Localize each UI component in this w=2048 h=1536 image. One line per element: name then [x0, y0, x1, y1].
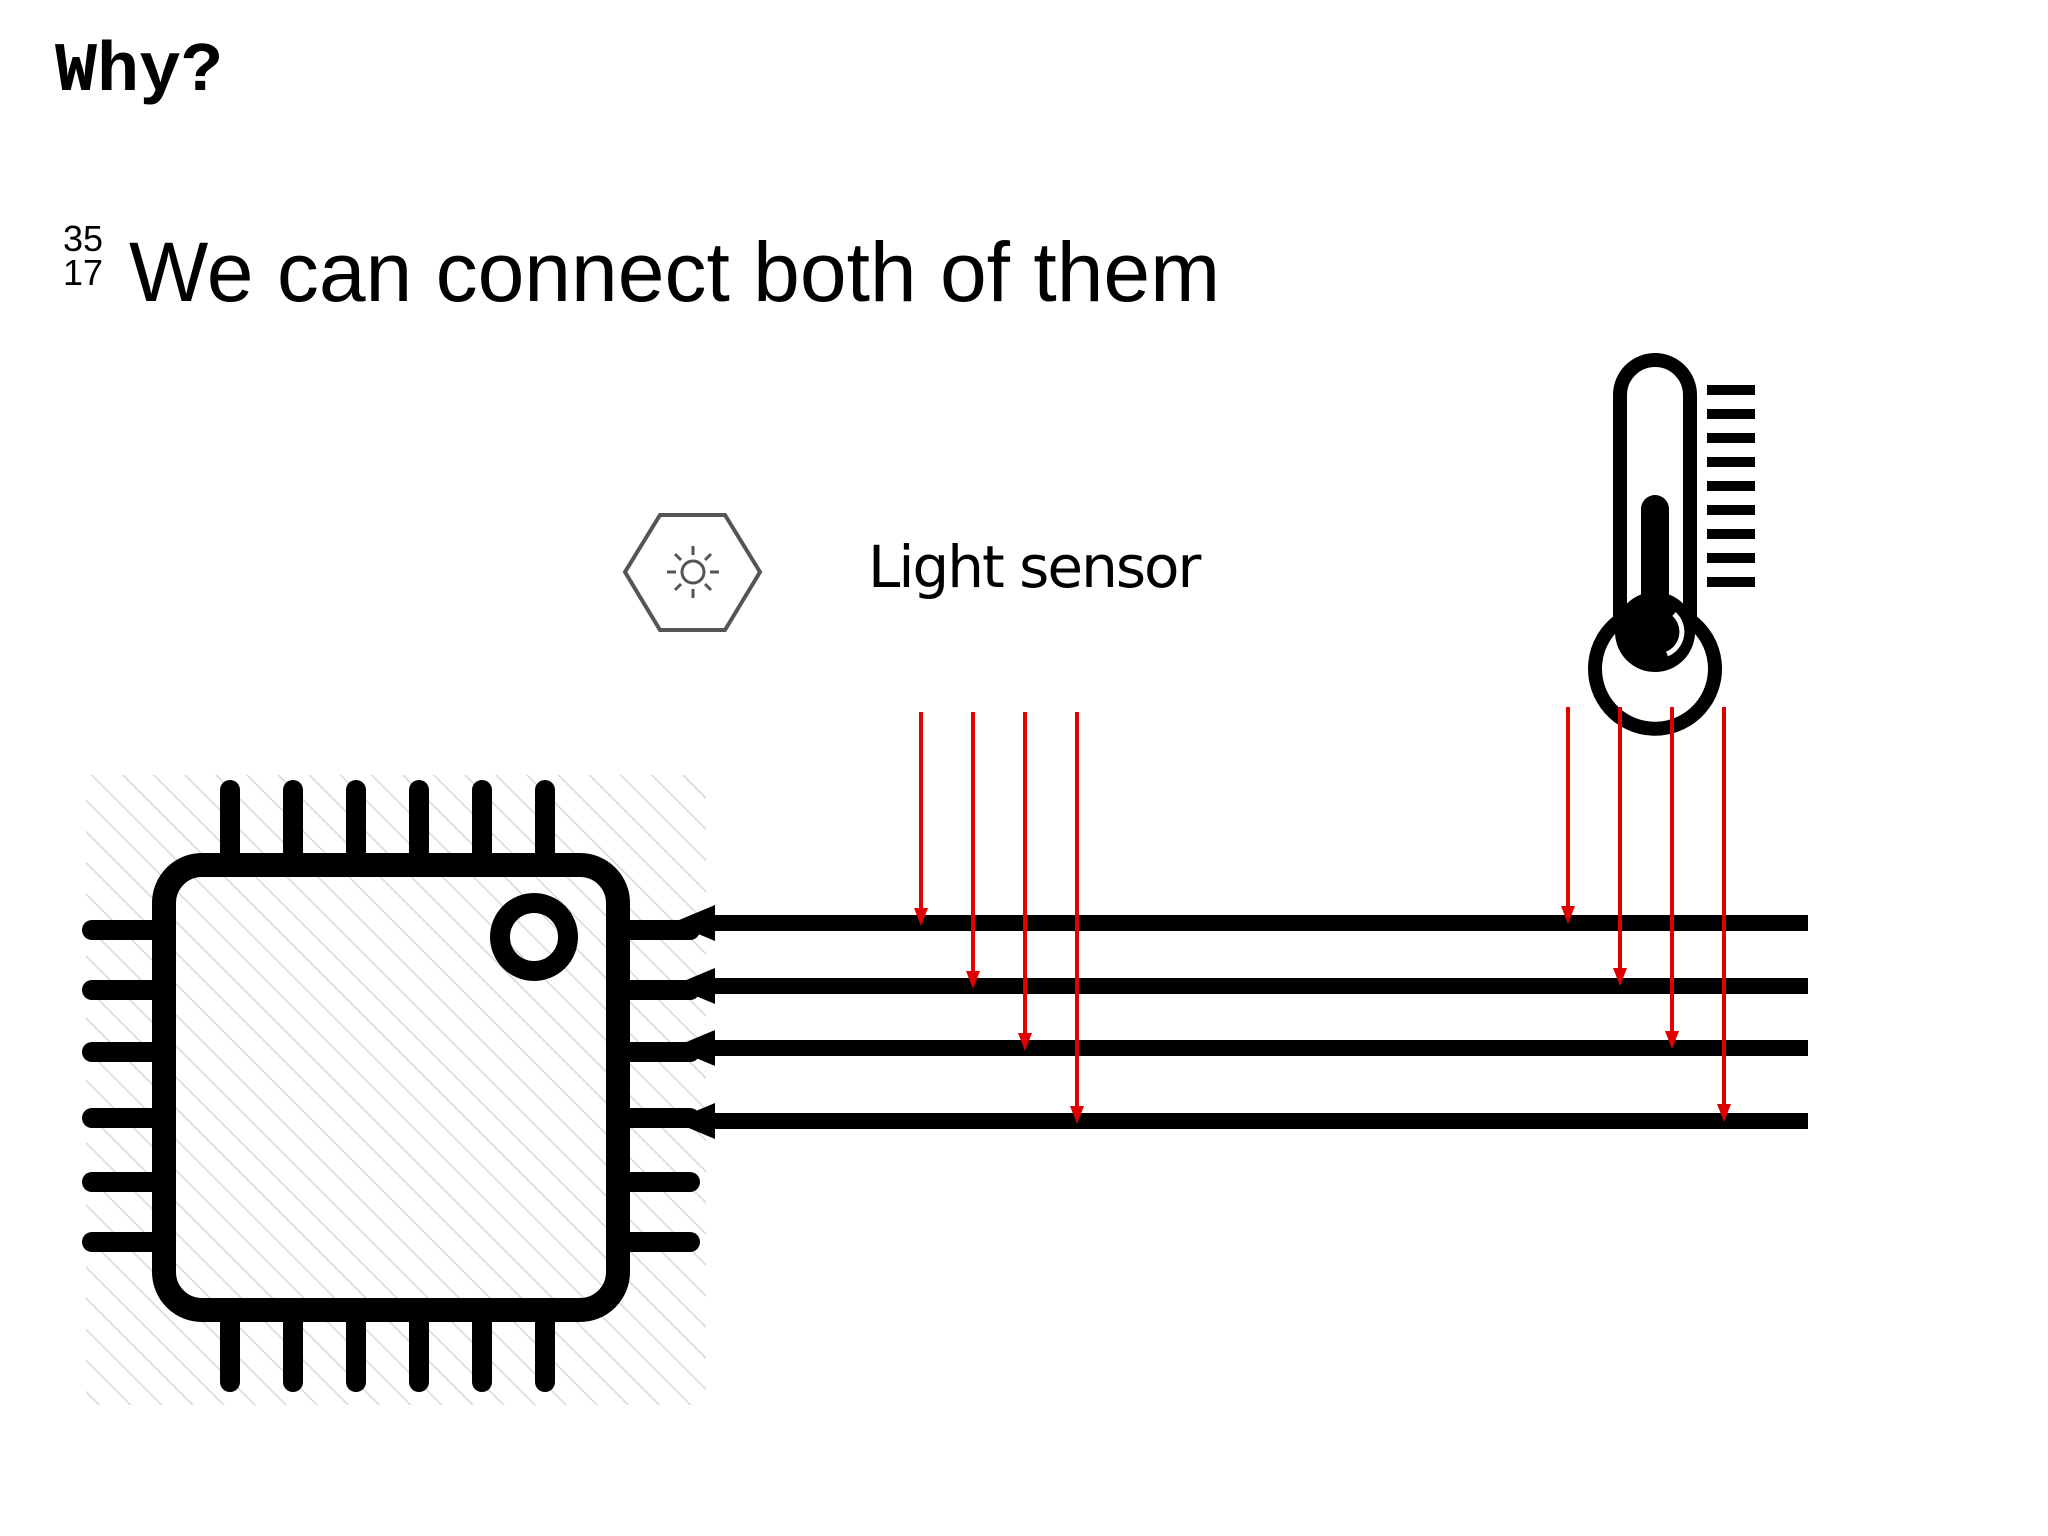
signal-arrow — [1018, 712, 1032, 1051]
bus-line — [672, 968, 1808, 1004]
light-sensor-label: Light sensor — [868, 533, 1201, 601]
bus-line — [672, 905, 1808, 941]
thermometer-scale — [1707, 385, 1755, 587]
thermometer-icon — [1588, 353, 1755, 736]
bus-lines — [672, 905, 1808, 1139]
signal-arrow — [1613, 707, 1627, 986]
chip-body — [152, 853, 630, 1322]
bus-line — [672, 1030, 1808, 1066]
bullet-number: 35 17 — [55, 218, 111, 293]
signal-arrow — [914, 712, 928, 926]
light-sensor-signal-arrows — [914, 712, 1084, 1124]
signal-arrow — [1070, 712, 1084, 1124]
chip-orientation-dot — [490, 893, 578, 981]
slide-title: Why? — [55, 33, 224, 112]
chip-pins — [82, 780, 700, 1392]
signal-arrow — [1561, 707, 1575, 924]
bus-line — [672, 1103, 1808, 1139]
signal-arrow — [966, 712, 980, 989]
bullet-number-bottom: 17 — [62, 252, 104, 293]
light-sensor-icon — [622, 513, 763, 632]
signal-arrow — [1717, 707, 1731, 1122]
microcontroller-chip-icon — [82, 775, 706, 1405]
signal-arrow — [1665, 707, 1679, 1049]
thermometer-signal-arrows — [1561, 707, 1731, 1122]
bullet-text: We can connect both of them — [129, 225, 1221, 319]
bullet-number-top: 35 — [62, 218, 104, 259]
